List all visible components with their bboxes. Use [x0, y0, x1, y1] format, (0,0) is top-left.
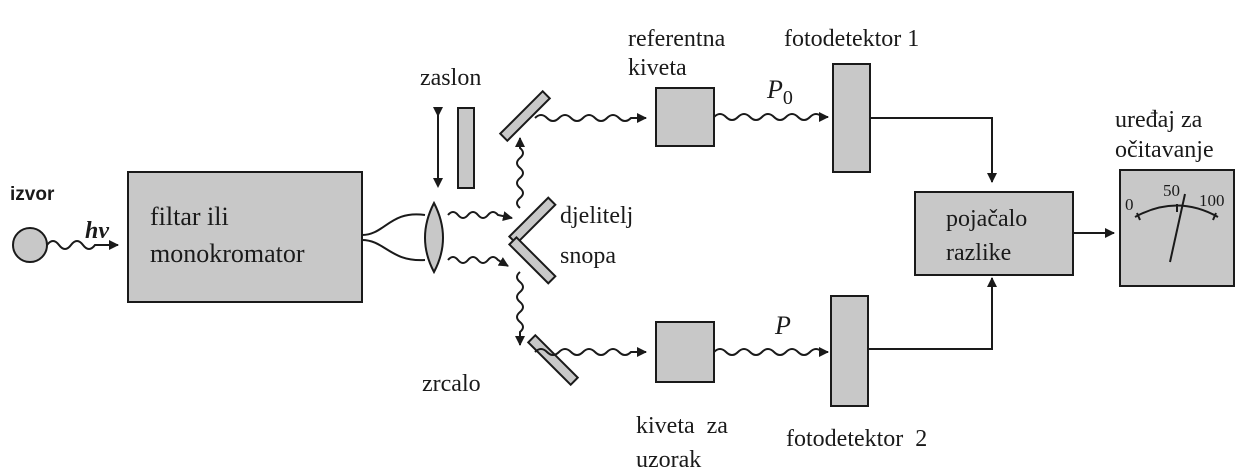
wire-detector1-to-amp	[870, 117, 997, 183]
filter-label-line1: filtar ili	[150, 202, 229, 231]
mirror-bottom	[526, 333, 580, 387]
amp-label-line2: razlike	[946, 240, 1011, 266]
reference-cuvette	[655, 87, 715, 147]
meter-tick-0	[1136, 212, 1141, 221]
source-wave	[46, 240, 119, 250]
sample-cuvette-label-line1: kiveta za	[636, 413, 728, 439]
meter-label-50: 50	[1163, 181, 1180, 200]
splitter-label-line2: snopa	[560, 243, 616, 269]
detector2-label: fotodetektor 2	[786, 426, 927, 452]
ref-cuvette-label-line1: referentna	[628, 26, 726, 52]
shutter-label: zaslon	[420, 65, 481, 91]
meter-label-0: 0	[1125, 195, 1134, 214]
power-sample-label: P	[774, 311, 791, 340]
shutter-plate	[457, 107, 475, 189]
sample-cuvette	[655, 321, 715, 383]
photodetector-1	[832, 63, 871, 173]
meter-label-100: 100	[1199, 191, 1225, 210]
beam-to-ref-cuvette	[534, 113, 647, 123]
beam-splitter-to-bottom-mirror	[515, 271, 525, 346]
wire-detector2-to-amp	[868, 277, 997, 350]
beam-ref-to-detector1	[713, 112, 829, 122]
readout-label-line2: očitavanje	[1115, 137, 1214, 163]
beam-to-lens-lower	[361, 239, 426, 262]
filter-label-line2: monokromator	[150, 239, 305, 268]
ref-cuvette-label-line2: kiveta	[628, 55, 687, 81]
power-ref-label: P0	[766, 75, 793, 109]
lens	[424, 200, 444, 275]
photon-label: hν	[85, 218, 109, 244]
splitter-label-line1: djelitelj	[560, 203, 633, 229]
detector1-label: fotodetektor 1	[784, 26, 919, 52]
sample-cuvette-label-line2: uzorak	[636, 447, 701, 473]
beam-splitter-lower	[507, 235, 557, 285]
mirror-top	[498, 89, 552, 143]
readout-label-line1: uređaj za	[1115, 107, 1203, 133]
filter-monochromator-box	[127, 171, 363, 303]
source-label: izvor	[10, 184, 55, 205]
beam-sample-to-detector2	[713, 347, 829, 357]
amp-label-line1: pojačalo	[946, 206, 1027, 232]
meter-needle	[1169, 193, 1186, 263]
beam-to-lens-upper	[361, 213, 426, 236]
beam-lens-to-splitter-lower	[447, 256, 509, 267]
beam-to-sample-cuvette	[534, 347, 647, 357]
photodetector-2	[830, 295, 869, 407]
beam-lens-to-splitter-upper	[447, 211, 513, 222]
meter-tick-100	[1212, 212, 1217, 221]
mirror-label: zrcalo	[422, 371, 481, 397]
beam-splitter-to-top-mirror	[515, 137, 525, 209]
source-lamp	[12, 227, 48, 263]
